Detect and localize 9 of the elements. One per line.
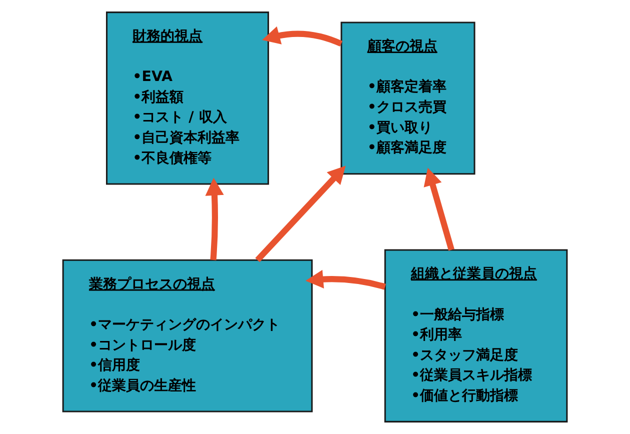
arrow xyxy=(424,168,454,251)
arrow xyxy=(262,26,342,47)
node-box: 顧客の視点 •顧客定着率 •クロス売買 •買い取り •顧客満足度 xyxy=(340,22,476,175)
node-box: 業務プロセスの視点 •マーケティングのインパクト •コントロール度 •信用度 •従業員の生産性 xyxy=(62,259,313,412)
node-box: 財務的視点 •EVA •利益額 •コスト / 収入 •自己資本利益率 •不良債権等 xyxy=(106,12,270,185)
arrow xyxy=(306,270,386,290)
arrow xyxy=(205,178,224,260)
node-box: 組織と従業員の視点 •一般給与指標 •利用率 •スタッフ満足度 •従業員スキル指標 •価値と行動指標 xyxy=(384,249,568,422)
arrow xyxy=(255,166,346,262)
